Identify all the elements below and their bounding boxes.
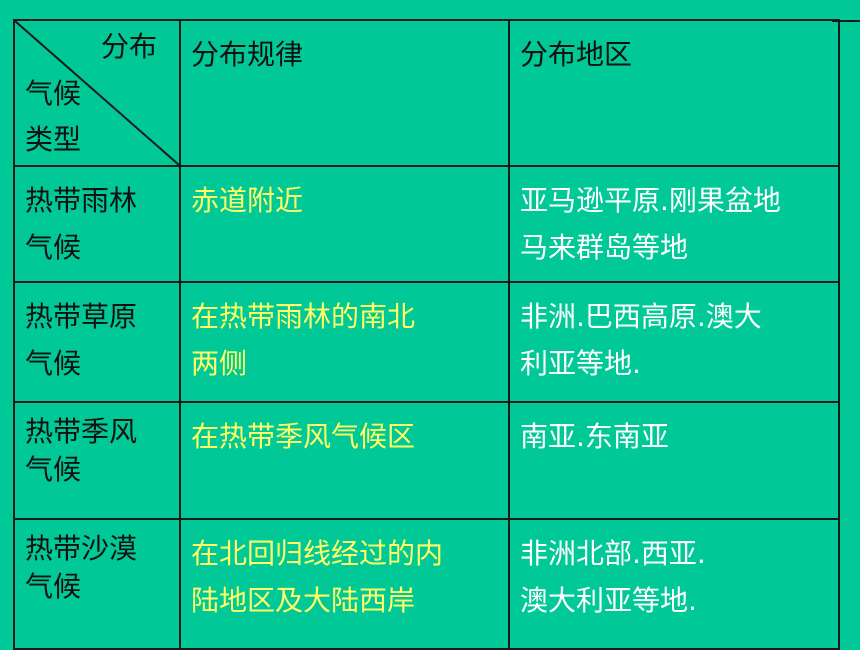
climate-type-line1: 热带沙漠 bbox=[25, 532, 138, 565]
pattern-cell: 在北回归线经过的内 陆地区及大陆西岸 bbox=[179, 518, 510, 650]
climate-type-cell: 热带雨林 气候 bbox=[13, 165, 181, 283]
region-cell: 亚马逊平原.刚果盆地 马来群岛等地 bbox=[508, 165, 840, 283]
table-row: 热带季风 气候 在热带季风气候区 南亚.东南亚 bbox=[13, 401, 840, 520]
header-row: 分布 气候 类型 分布规律 分布地区 bbox=[13, 19, 840, 167]
table-row: 热带沙漠 气候 在北回归线经过的内 陆地区及大陆西岸 非洲北部.西亚. 澳大利亚… bbox=[13, 518, 840, 650]
pattern-cell: 在热带季风气候区 bbox=[179, 401, 510, 520]
pattern-line1: 在热带季风气候区 bbox=[191, 420, 416, 453]
region-line1: 非洲.巴西高原.澳大 bbox=[520, 300, 762, 333]
region-cell: 非洲北部.西亚. 澳大利亚等地. bbox=[508, 518, 840, 650]
corner-top-label: 分布 bbox=[100, 30, 157, 63]
climate-type-line2: 气候 bbox=[25, 347, 82, 380]
pattern-line2: 陆地区及大陆西岸 bbox=[191, 584, 416, 617]
table-row: 热带草原 气候 在热带雨林的南北 两侧 非洲.巴西高原.澳大 利亚等地. bbox=[13, 281, 840, 403]
region-line2: 澳大利亚等地. bbox=[520, 584, 697, 617]
corner-bottom-label: 气候 类型 bbox=[25, 71, 81, 163]
pattern-line1: 赤道附近 bbox=[191, 184, 304, 217]
region-cell: 非洲.巴西高原.澳大 利亚等地. bbox=[508, 281, 840, 403]
region-line1: 非洲北部.西亚. bbox=[520, 537, 706, 570]
table-row: 热带雨林 气候 赤道附近 亚马逊平原.刚果盆地 马来群岛等地 bbox=[13, 165, 840, 283]
climate-type-line1: 热带草原 bbox=[25, 300, 138, 333]
corner-bottom-line2: 类型 bbox=[25, 123, 82, 156]
diagonal-corner-cell: 分布 气候 类型 bbox=[13, 19, 181, 167]
corner-bottom-line1: 气候 bbox=[25, 77, 82, 110]
diagonal-line bbox=[16, 22, 178, 164]
climate-type-cell: 热带草原 气候 bbox=[13, 281, 181, 403]
climate-type-line1: 热带季风 bbox=[25, 415, 138, 448]
region-line1: 亚马逊平原.刚果盆地 bbox=[520, 184, 781, 217]
header-pattern: 分布规律 bbox=[179, 19, 510, 167]
climate-type-line2: 气候 bbox=[25, 453, 82, 486]
region-cell: 南亚.东南亚 bbox=[508, 401, 840, 520]
region-line2: 马来群岛等地 bbox=[520, 231, 689, 264]
climate-type-line1: 热带雨林 bbox=[25, 184, 138, 217]
climate-type-line2: 气候 bbox=[25, 570, 82, 603]
climate-type-cell: 热带沙漠 气候 bbox=[13, 518, 181, 650]
pattern-line2: 两侧 bbox=[191, 347, 248, 380]
header-region: 分布地区 bbox=[508, 19, 840, 167]
top-right-accent-line bbox=[832, 0, 860, 22]
region-line1: 南亚.东南亚 bbox=[520, 420, 669, 453]
pattern-cell: 赤道附近 bbox=[179, 165, 510, 283]
region-line2: 利亚等地. bbox=[520, 347, 641, 380]
climate-type-cell: 热带季风 气候 bbox=[13, 401, 181, 520]
pattern-line1: 在热带雨林的南北 bbox=[191, 300, 416, 333]
climate-distribution-table: 分布 气候 类型 分布规律 分布地区 热带雨林 气候 赤道附近 亚马逊平原.刚果… bbox=[13, 19, 840, 650]
climate-type-line2: 气候 bbox=[25, 231, 82, 264]
pattern-cell: 在热带雨林的南北 两侧 bbox=[179, 281, 510, 403]
pattern-line1: 在北回归线经过的内 bbox=[191, 537, 444, 570]
